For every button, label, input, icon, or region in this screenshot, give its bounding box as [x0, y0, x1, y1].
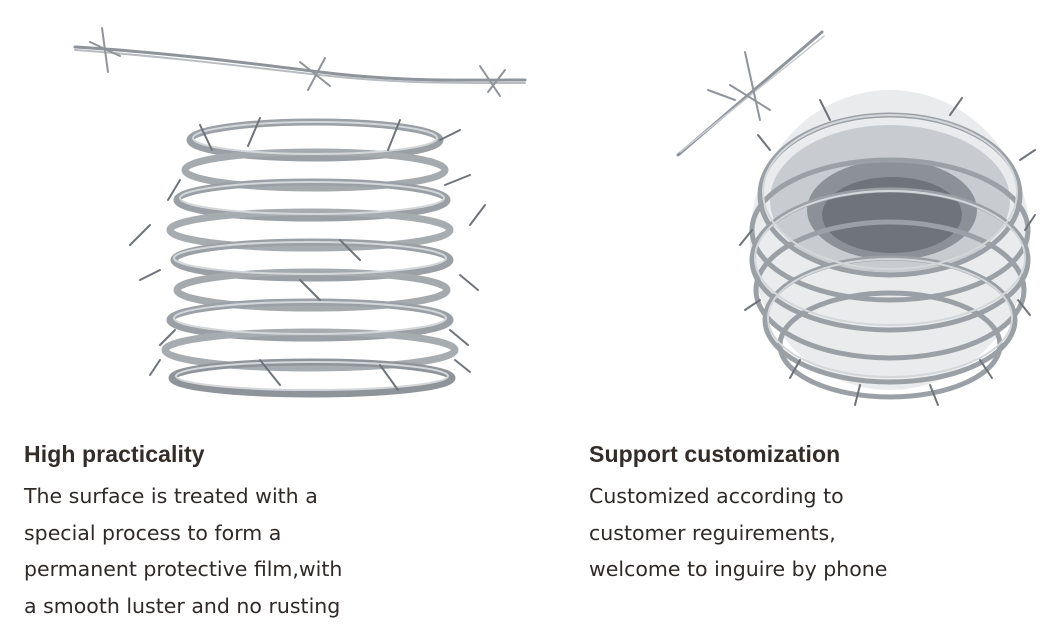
feature-title: Support customization	[589, 441, 841, 467]
wire-coil-stack	[129, 117, 486, 398]
barbed-wire-coil-image	[530, 0, 1060, 430]
feature-description-line: customer reguirements,	[589, 520, 836, 545]
feature-description-line: permanent protective film,with	[24, 557, 343, 581]
wire-piece	[676, 30, 825, 157]
feature-description-line: Customized according to	[589, 484, 844, 508]
feature-card-customization: Support customization Customized accordi…	[530, 0, 1060, 634]
feature-description: The surface is treated with a special pr…	[24, 478, 464, 624]
feature-card-practicality: High practicality The surface is treated…	[0, 0, 530, 624]
barbed-wire-stack-image	[0, 0, 530, 430]
feature-description-line: The surface is treated with a	[24, 484, 318, 508]
single-wire-strand	[73, 27, 527, 97]
wire-roll	[739, 90, 1036, 406]
feature-description-line: a smooth luster and no rusting	[24, 593, 341, 618]
feature-title: High practicality	[24, 441, 205, 467]
feature-description-line: welcome to inguire by phone	[589, 557, 888, 581]
feature-description: Customized according to customer reguire…	[589, 478, 1029, 588]
feature-description-line: special process to form a	[24, 520, 282, 545]
